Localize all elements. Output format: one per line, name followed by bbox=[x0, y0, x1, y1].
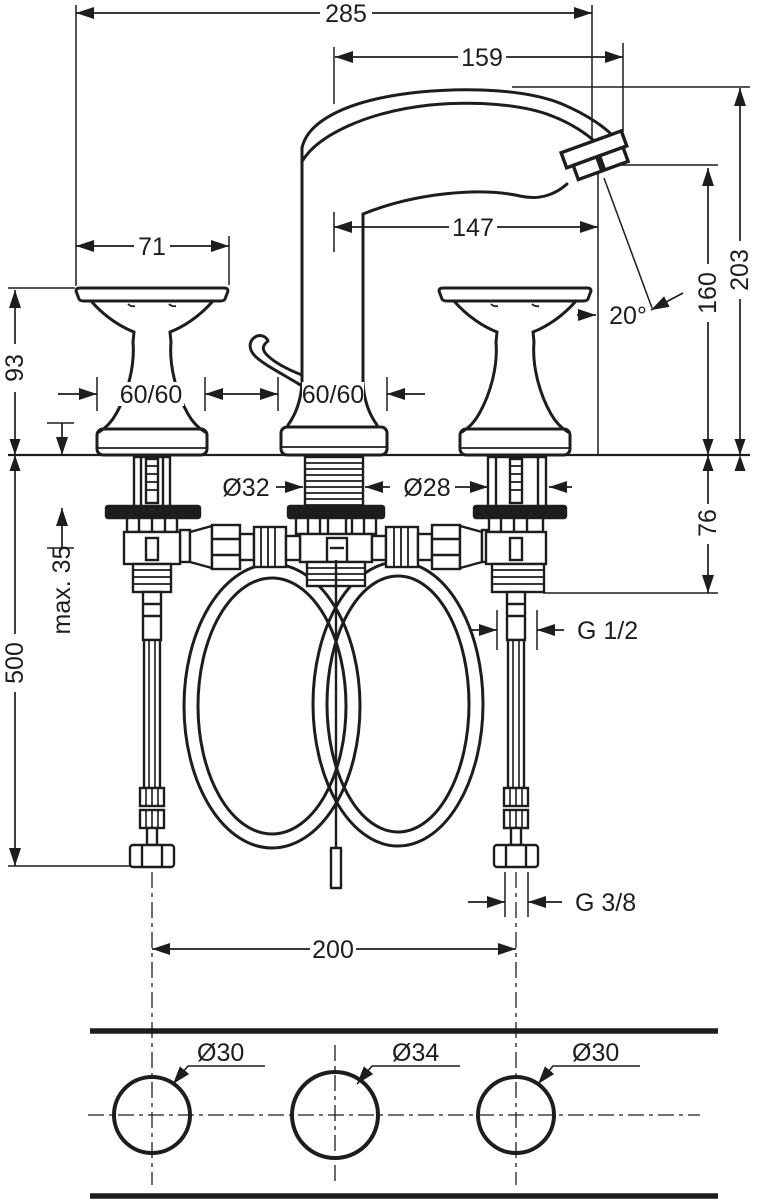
dim-handle-width-label: 71 bbox=[138, 233, 166, 261]
dimension-lines bbox=[9, 7, 746, 955]
dim-hole-spacing-label: 200 bbox=[312, 936, 354, 964]
extension-lines bbox=[8, 5, 750, 917]
dim-handle-shank-dia-label: Ø28 bbox=[403, 474, 450, 502]
spout-escutcheon bbox=[279, 425, 389, 457]
hole-plan-view bbox=[88, 872, 718, 1199]
supply-hose-loops bbox=[182, 560, 485, 850]
dim-projection-spout-label: 147 bbox=[452, 214, 494, 242]
spout-mounting-assembly bbox=[178, 455, 494, 588]
right-valve-assembly bbox=[472, 455, 568, 869]
deck-arrowheads bbox=[9, 439, 746, 471]
drain-lever bbox=[248, 334, 304, 388]
right-handle bbox=[437, 286, 593, 457]
spout bbox=[248, 88, 631, 457]
dim-max-mounting-label: max. 35 bbox=[48, 546, 76, 635]
dim-total-height-label: 203 bbox=[726, 249, 754, 291]
hole-left bbox=[112, 1075, 192, 1155]
dim-escutcheon-center-label: 60/60 bbox=[302, 381, 365, 409]
left-valve-assembly bbox=[104, 455, 202, 869]
dim-hole-center-label: Ø34 bbox=[392, 1039, 439, 1067]
dim-hose-thread-label: G 3/8 bbox=[575, 889, 636, 917]
dim-riser-thread-label: G 1/2 bbox=[577, 617, 638, 645]
dim-overall-width-label: 285 bbox=[325, 0, 367, 28]
dim-spout-angle-label: 20° bbox=[609, 302, 647, 330]
dim-outlet-height-label: 160 bbox=[694, 272, 722, 314]
dim-projection-total-label: 159 bbox=[461, 44, 503, 72]
dim-shank-length-label: 76 bbox=[694, 509, 722, 537]
dim-spout-shank-dia-label: Ø32 bbox=[222, 474, 269, 502]
spout-angle-line bbox=[603, 177, 653, 309]
dim-hole-left-label: Ø30 bbox=[197, 1039, 244, 1067]
dim-escutcheon-left-label: 60/60 bbox=[120, 381, 183, 409]
dim-handle-height-label: 93 bbox=[1, 354, 29, 382]
dim-hose-length-label: 500 bbox=[1, 642, 29, 684]
aerator bbox=[558, 128, 631, 182]
drain-rod bbox=[329, 560, 343, 890]
left-handle bbox=[74, 286, 230, 457]
hole-center bbox=[290, 1070, 380, 1160]
hole-right bbox=[476, 1075, 556, 1155]
dimension-labels: 285 159 147 71 60/60 60/60 20° Ø32 Ø28 G… bbox=[1, 0, 754, 1067]
dim-hole-right-label: Ø30 bbox=[572, 1039, 619, 1067]
label-backgrounds bbox=[4, 2, 751, 960]
